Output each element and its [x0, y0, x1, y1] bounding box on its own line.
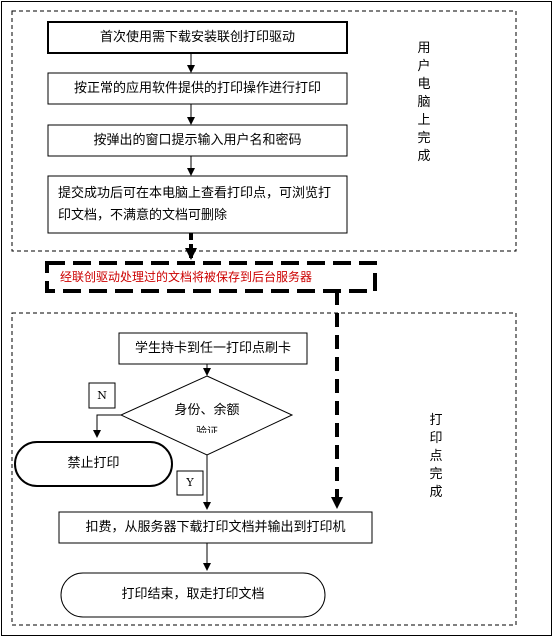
forbidden-box [14, 441, 173, 487]
step-4-box [47, 175, 348, 234]
user-pc-region [11, 10, 517, 252]
server-note-box [45, 261, 377, 293]
step-2-box [47, 72, 348, 105]
charge-box [58, 511, 373, 544]
yes-label: Y [186, 476, 194, 489]
step-3-box [47, 124, 348, 157]
swipe-card-label: 学生持卡到任一打印点刷卡 [134, 340, 291, 356]
step-4-label: 提交成功后可在本电脑上查看打印点，可浏览打印文档，不满意的文档可删除 [58, 185, 332, 223]
yes-label-box [176, 470, 204, 496]
user-pc-region-label: 用户电脑上完成 [417, 41, 431, 164]
no-label: N [97, 388, 107, 402]
step-2-label: 按正常的应用软件提供的打印操作进行打印 [73, 80, 321, 96]
step-1-box [47, 21, 348, 54]
end-box [60, 572, 326, 618]
print-point-region-label: 打印点完成 [429, 413, 443, 500]
swipe-card-box [118, 332, 308, 365]
decision-sub-label: 验证 [196, 425, 218, 433]
no-label-box [88, 382, 116, 409]
forbidden-label: 禁止打印 [67, 456, 120, 471]
print-point-region [11, 312, 517, 626]
step-1-label: 首次使用需下载安装联创打印驱动 [99, 29, 295, 45]
decision-label: 身份、余额 [174, 403, 240, 418]
end-label: 打印结束，取走打印文档 [121, 587, 265, 602]
arrow-decision-forbidden [93, 414, 121, 438]
charge-label: 扣费，从服务器下载打印文档并输出到打印机 [85, 519, 346, 535]
step-3-label: 按弹出的窗口提示输入用户名和密码 [93, 132, 302, 148]
server-note-label: 经联创驱动处理过的文档将被保存到后台服务器 [60, 270, 313, 284]
